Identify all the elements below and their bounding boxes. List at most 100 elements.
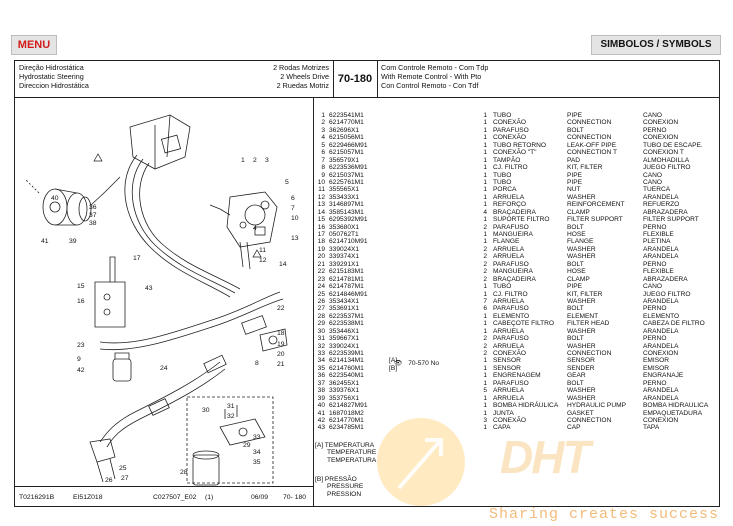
parts-sheet: Direção Hidrostática Hydrostatic Steerin…	[14, 60, 720, 507]
parts-row-2-item: 2	[321, 119, 325, 127]
parts-row-36-note	[389, 372, 403, 379]
parts-row-32-en: WASHER	[567, 342, 596, 350]
parts-row-14-en: CLAMP	[567, 208, 590, 216]
callout-24: 24	[160, 365, 168, 372]
parts-row-19-qty: 2	[483, 245, 487, 253]
parts-row-4-es: CONEXION	[643, 134, 679, 142]
parts-row-6-pt: CONEXÃO "T"	[493, 149, 537, 157]
parts-row-4-part: 6215056M1	[329, 134, 364, 142]
parts-row-35-es: EMISOR	[643, 364, 670, 372]
parts-row-2-note	[389, 119, 403, 126]
parts-row-13-pt: REFORÇO	[493, 201, 526, 209]
parts-row-4-pt: CONEXÃO	[493, 134, 526, 142]
parts-row-24-pt: TUBO	[493, 283, 512, 291]
parts-row-34-note: [A]	[389, 357, 398, 365]
parts-row-30-item: 30	[317, 327, 325, 335]
header-left-block: Direção Hidrostática Hydrostatic Steerin…	[15, 61, 334, 97]
parts-row-24-qty: 1	[483, 283, 487, 291]
parts-row-16-pt: PARAFUSO	[493, 223, 529, 231]
parts-row-28-en: ELEMENT	[567, 312, 599, 320]
parts-row-31-part: 359667X1	[329, 335, 360, 343]
header-title-en: Hydrostatic Steering	[19, 72, 84, 81]
legend-b-line-3: PRESSION	[327, 490, 362, 498]
legend-a-line-1: TEMPERATURA	[324, 442, 375, 449]
parts-row-1-en: PIPE	[567, 112, 583, 119]
parts-row-6-qty: 1	[483, 149, 487, 157]
parts-row-19-es: ARANDELA	[643, 245, 679, 253]
parts-row-43-item: 43	[317, 424, 325, 432]
parts-row-8-pt: CJ. FILTRO	[493, 164, 528, 172]
parts-row-1-part: 6223541M1	[329, 112, 364, 119]
parts-row-14-part: 3585143M1	[329, 208, 364, 216]
callout-17: 17	[133, 255, 141, 262]
parts-row-38-item: 38	[317, 387, 325, 395]
callout-38: 38	[89, 220, 97, 227]
parts-row-36-pt: ENGRENAGEM	[493, 372, 541, 380]
menu-button[interactable]: MENU	[11, 35, 57, 55]
parts-row-43-es: TAPA	[643, 424, 660, 432]
parts-row-24-es: CANO	[643, 283, 663, 291]
parts-row-26-note	[389, 298, 403, 305]
parts-row-29-note	[389, 320, 403, 327]
parts-row-29-part: 6223538M1	[329, 320, 364, 328]
parts-row-31-note	[389, 335, 403, 342]
header-drive-es: 2 Ruedas Motriz	[276, 81, 329, 90]
parts-row-23-qty: 2	[483, 275, 487, 283]
footer-doc: C027507_E02	[153, 494, 197, 501]
parts-row-33-en: CONNECTION	[567, 350, 612, 357]
parts-row-17-es: FLEXIBLE	[643, 231, 674, 238]
parts-row-1-pt: TUBO	[493, 112, 512, 119]
parts-row-28-part: 6223537M1	[329, 312, 364, 320]
parts-row-39-item: 39	[317, 394, 325, 402]
parts-row-40-note	[389, 402, 403, 409]
parts-row-35-en: SENDER	[567, 364, 595, 372]
parts-row-16-en: BOLT	[567, 223, 584, 231]
parts-row-9-item: 9	[321, 171, 325, 179]
parts-row-12-en: WASHER	[567, 193, 596, 201]
parts-row-8-qty: 1	[483, 164, 487, 172]
parts-row-25-qty: 1	[483, 290, 487, 298]
parts-row-28-qty: 1	[483, 312, 487, 320]
parts-row-12-qty: 1	[483, 193, 487, 201]
callout-19: 19	[277, 341, 285, 348]
parts-row-41-en: GASKET	[567, 409, 594, 417]
parts-row-23-es: ABRAZADERA	[643, 275, 688, 283]
watermark-circle	[377, 418, 465, 506]
parts-row-40-item: 40	[317, 402, 325, 410]
parts-row-34-pt: SENSOR	[493, 357, 521, 365]
parts-row-15-item: 15	[317, 216, 325, 224]
parts-row-19-part: 339024X1	[329, 245, 360, 253]
parts-row-27-note	[389, 305, 403, 312]
parts-row-10-qty: 1	[483, 178, 487, 186]
parts-row-4-en: CONNECTION	[567, 134, 612, 142]
parts-row-37-note	[389, 380, 403, 387]
parts-row-42-en: CONNECTION	[567, 416, 612, 424]
parts-row-17-note	[389, 231, 403, 238]
symbols-button[interactable]: SIMBOLOS / SYMBOLS	[591, 35, 721, 55]
parts-row-6-note	[389, 149, 403, 156]
parts-row-36-item: 36	[317, 372, 325, 380]
parts-row-29-item: 29	[317, 320, 325, 328]
parts-row-10-en: PIPE	[567, 178, 583, 186]
callout-39: 39	[69, 238, 77, 245]
parts-row-31-pt: PARAFUSO	[493, 335, 529, 343]
parts-row-1-note	[389, 112, 403, 119]
parts-row-32-qty: 2	[483, 342, 487, 350]
callout-30: 30	[202, 407, 210, 414]
parts-row-42-pt: CONEXÃO	[493, 416, 526, 424]
legend-b-line-2: PRESSURE	[327, 483, 364, 491]
parts-row-40-es: BOMBA HIDRAULICA	[643, 402, 709, 410]
parts-row-22-pt: MANGUEIRA	[493, 268, 533, 276]
parts-row-43-en: CAP	[567, 424, 581, 432]
parts-row-10-part: 6225761M1	[329, 178, 364, 186]
parts-row-8-note	[389, 164, 403, 171]
parts-row-11-qty: 1	[483, 186, 487, 194]
callout-layer: 1 2 3 4 5 6 7 8 9 10 11 12 13 14 15 16 1…	[15, 97, 313, 487]
parts-row-38-part: 339376X1	[329, 387, 360, 395]
callout-20: 20	[277, 351, 285, 358]
parts-row-30-es: ARANDELA	[643, 327, 679, 335]
parts-row-21-qty: 2	[483, 260, 487, 268]
parts-row-4-qty: 1	[483, 134, 487, 142]
parts-row-21-es: PERNO	[643, 260, 667, 268]
